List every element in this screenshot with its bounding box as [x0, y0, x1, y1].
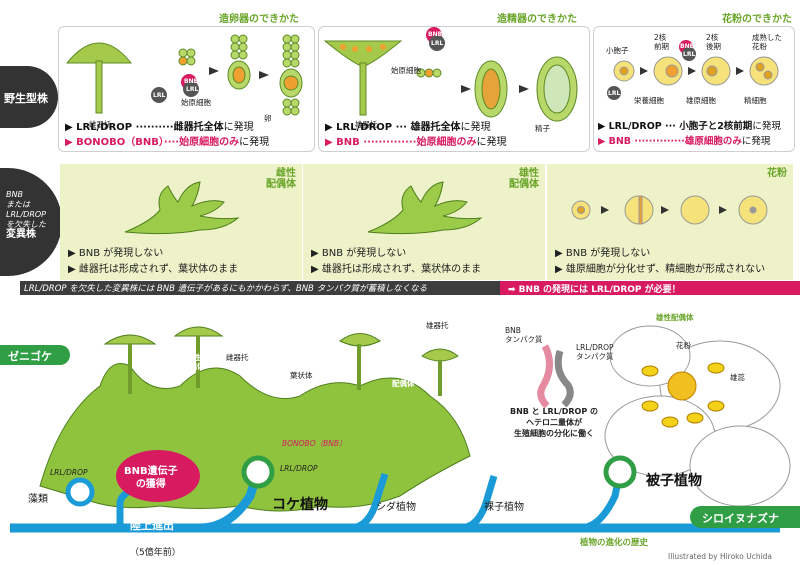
label-bnb: BNB — [680, 43, 695, 50]
mutant-panel-pollen-title: 花粉 — [767, 168, 787, 179]
credit-label: Illustrated by Hiroko Uchida — [668, 552, 773, 561]
lrl-protein-label: LRL/DROP タンパク質 — [576, 343, 614, 361]
bryophyte-label: コケ植物 — [272, 497, 328, 513]
label-microspore: 小胞子 — [606, 46, 629, 55]
hetero-note: BNB と LRL/DROP の ヘテロ二量体が 生殖細胞の分化に働く — [510, 407, 598, 438]
mutant-label-line: または — [6, 200, 30, 209]
female-receptacle-label: 雌器托 — [226, 353, 249, 362]
stamen-label: 雄蕊 — [730, 373, 745, 382]
mutant-panel-male-title: 雄性 配偶体 — [509, 168, 539, 190]
banner: LRL/DROP を欠失した変異株には BNB 遺伝子があるにもかかわらず、BN… — [20, 281, 800, 295]
wild-panel-1-title: 造卵器のできかた — [219, 14, 299, 25]
thallus-label: 葉状体 — [290, 371, 313, 380]
mutant-female-bullet-1: ▶ BNB が発現しない — [68, 248, 164, 259]
label-lrl: LRL — [431, 40, 444, 47]
mutant-label: BNB または LRL/DROP を欠失した 変異株 — [0, 168, 62, 276]
mutant-label-main: 変異株 — [6, 229, 36, 240]
wild-panel-2-title: 造精器のできかた — [497, 14, 577, 25]
gymnosperm-label: 裸子植物 — [484, 502, 524, 513]
evolution-illustration — [10, 325, 791, 533]
flower-gameto-label: 雄性配偶体 — [656, 313, 694, 322]
label-lrl: LRL — [186, 86, 199, 93]
mutant-panel-female: 雌性 配偶体 ▶ BNB が発現しない ▶ 雌器托は形成されず、葉状体のまま — [60, 164, 302, 280]
land-label: 陸上進出 — [130, 519, 174, 532]
algae-label: 藻類 — [28, 494, 48, 505]
wild-panel-antheridium: BNB LRL 始原細胞 雄器托 精子 ▶ LRL/DROP ··· 雄器托全体… — [318, 26, 590, 152]
lrl-gene-label-2: LRL/DROP — [280, 464, 318, 473]
bnb-gene-label: BONOBO（BNB） — [282, 439, 347, 448]
male-gameto-label: 雄性 配偶体 — [392, 370, 415, 388]
female-gameto-label: 雌性 配偶体 — [182, 353, 205, 371]
antheridium-line-2: ▶ BNB ··············始原細胞のみに発現 — [325, 137, 507, 148]
mutant-male-bullet-2: ▶ 雄器托は形成されず、葉状体のまま — [311, 264, 482, 275]
thallus-male-icon — [367, 181, 483, 235]
bnb-gain-label: BNB遺伝子 の獲得 — [124, 466, 178, 490]
mutant-label-line: を欠失した — [6, 220, 46, 229]
banner-right: ➡ BNB の発現には LRL/DROP が必要！ — [500, 281, 800, 295]
label-receptacle: 雄器托 — [355, 120, 378, 129]
label-sperm-cell: 精細胞 — [744, 96, 767, 105]
label-lrl-2: LRL — [153, 92, 166, 99]
banner-left-text: LRL/DROP を欠失した変異株には BNB 遺伝子があるにもかかわらず、BN… — [24, 284, 428, 294]
mutant-male-bullet-1: ▶ BNB が発現しない — [311, 248, 407, 259]
antheridium-line-1: ▶ LRL/DROP ··· 雄器托全体に発現 — [325, 122, 491, 133]
arabidopsis-badge: シロイヌナズナ — [690, 506, 800, 528]
mutant-pollen-icons — [571, 195, 768, 225]
mutant-pollen-bullet-1: ▶ BNB が発現しない — [555, 248, 651, 259]
angiosperm-label: 被子植物 — [646, 473, 702, 489]
wild-panel-archegonium: 始原細胞 雌器托 卵 BNB LRL LRL ▶ LRL/DROP ······… — [58, 26, 315, 152]
thallus-female-icon — [124, 181, 240, 235]
zenigoke-label: ゼニゴケ — [8, 350, 52, 363]
label-receptacle: 雌器托 — [89, 120, 112, 129]
label-bnb: BNB — [428, 31, 443, 38]
label-binuc-early: 2核 前期 — [654, 33, 669, 51]
label-lrl: LRL — [683, 51, 696, 58]
wild-panel-pollen: BNB LRL LRL 小胞子 2核 前期 2核 後期 成熟した 花粉 栄養細胞… — [593, 26, 795, 152]
wild-type-label: 野生型株 — [0, 66, 58, 128]
label-mature: 成熟した 花粉 — [752, 33, 782, 51]
pollen-line-2: ▶ BNB ··············雄原細胞のみに発現 — [598, 136, 771, 147]
wild-panel-3-title: 花粉のできかた — [722, 14, 792, 25]
archegonium-line-2: ▶ BONOBO（BNB）····始原細胞のみに発現 — [65, 137, 270, 148]
archegonium-illustration — [65, 34, 303, 116]
label-generative: 雄原細胞 — [686, 96, 716, 105]
antheridium-illustration — [323, 27, 578, 122]
arabidopsis-label: シロイヌナズナ — [702, 512, 779, 525]
label-binuc-late: 2核 後期 — [706, 33, 721, 51]
label-sperm: 精子 — [535, 124, 550, 133]
zenigoke-badge: ゼニゴケ — [0, 345, 70, 365]
label-bnb: BNB — [184, 78, 199, 85]
pollen-line-1: ▶ LRL/DROP ··· 小胞子と2核前期に発現 — [598, 121, 781, 132]
mutant-panel-pollen: 花粉 ▶ BNB が発現しない ▶ 雄原細胞が分化せず、精細胞が形成されない — [547, 164, 793, 280]
label-vegetative: 栄養細胞 — [634, 96, 664, 105]
lrl-gene-label: LRL/DROP — [50, 468, 88, 477]
mutant-female-bullet-2: ▶ 雌器托は形成されず、葉状体のまま — [68, 264, 239, 275]
mutant-panel-female-title: 雌性 配偶体 — [266, 168, 296, 190]
bnb-protein-label: BNB タンパク質 — [505, 326, 543, 344]
mutant-panel-male: 雄性 配偶体 ▶ BNB が発現しない ▶ 雄器托は形成されず、葉状体のまま — [303, 164, 545, 280]
label-egg: 卵 — [264, 114, 272, 123]
male-receptacle-label: 雄器托 — [426, 321, 449, 330]
label-initial-cell: 始原細胞 — [181, 98, 211, 107]
label-lrl-2: LRL — [608, 90, 621, 97]
banner-right-text: ➡ BNB の発現には LRL/DROP が必要！ — [508, 285, 681, 295]
land-sub-label: （5億年前） — [130, 548, 181, 558]
mutant-label-line: BNB — [6, 190, 23, 199]
archegonium-line-1: ▶ LRL/DROP ··········雌器托全体に発現 — [65, 122, 254, 133]
history-label: 植物の進化の歴史 — [580, 538, 649, 548]
wild-type-label-text: 野生型株 — [4, 92, 48, 105]
pollen-label: 花粉 — [676, 341, 691, 350]
pollen-illustration — [607, 40, 779, 100]
mutant-pollen-bullet-2: ▶ 雄原細胞が分化せず、精細胞が形成されない — [555, 264, 766, 275]
label-initial-cell: 始原細胞 — [391, 66, 421, 75]
mutant-label-line: LRL/DROP — [6, 210, 47, 219]
fern-label: シダ植物 — [376, 502, 416, 513]
